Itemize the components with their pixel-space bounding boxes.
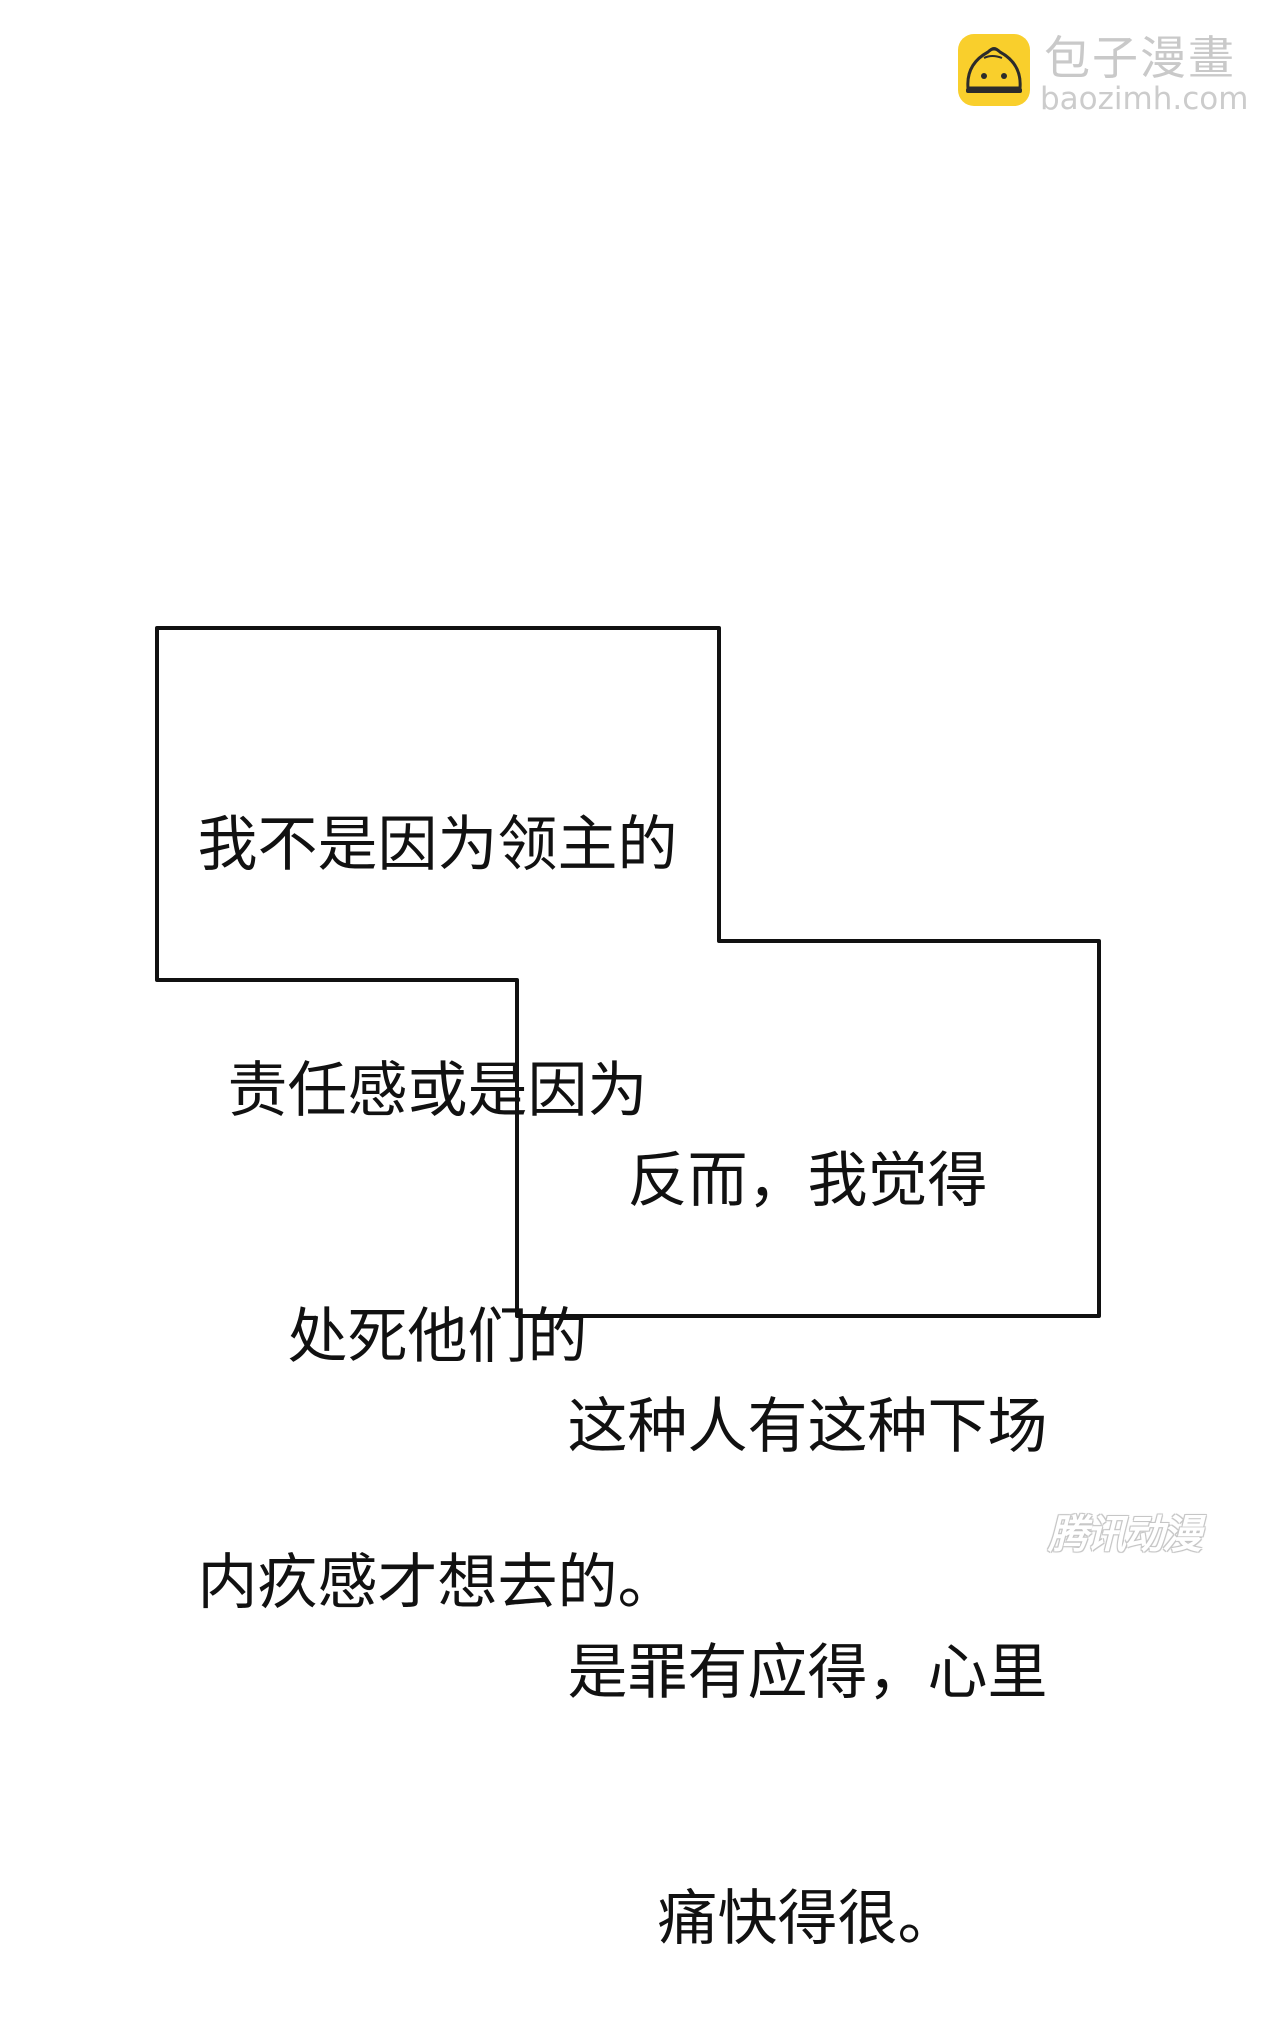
caption-line: 反而，我觉得 — [627, 1146, 988, 1216]
logo-url: baozimh.com — [1040, 81, 1249, 117]
caption-line: 是罪有应得，心里 — [567, 1638, 1048, 1708]
caption-line: 这种人有这种下场 — [567, 1392, 1048, 1462]
caption-box-2: 反而，我觉得 这种人有这种下场 是罪有应得，心里 痛快得很。 — [520, 976, 1095, 2042]
caption-line: 我不是因为领主的 — [197, 810, 678, 880]
steamed-bun-icon — [958, 34, 1030, 106]
publisher-watermark: 腾讯动漫 — [1048, 1512, 1202, 1558]
caption-boxes-outline — [155, 626, 1101, 1318]
caption-line: 痛快得很。 — [657, 1884, 958, 1954]
logo-title: 包子漫畫 — [1044, 31, 1236, 85]
site-logo[interactable]: 包子漫畫 baozimh.com — [958, 31, 1249, 117]
caption-line: 处死他们的 — [287, 1302, 588, 1372]
caption-line: 责任感或是因为 — [227, 1056, 648, 1126]
